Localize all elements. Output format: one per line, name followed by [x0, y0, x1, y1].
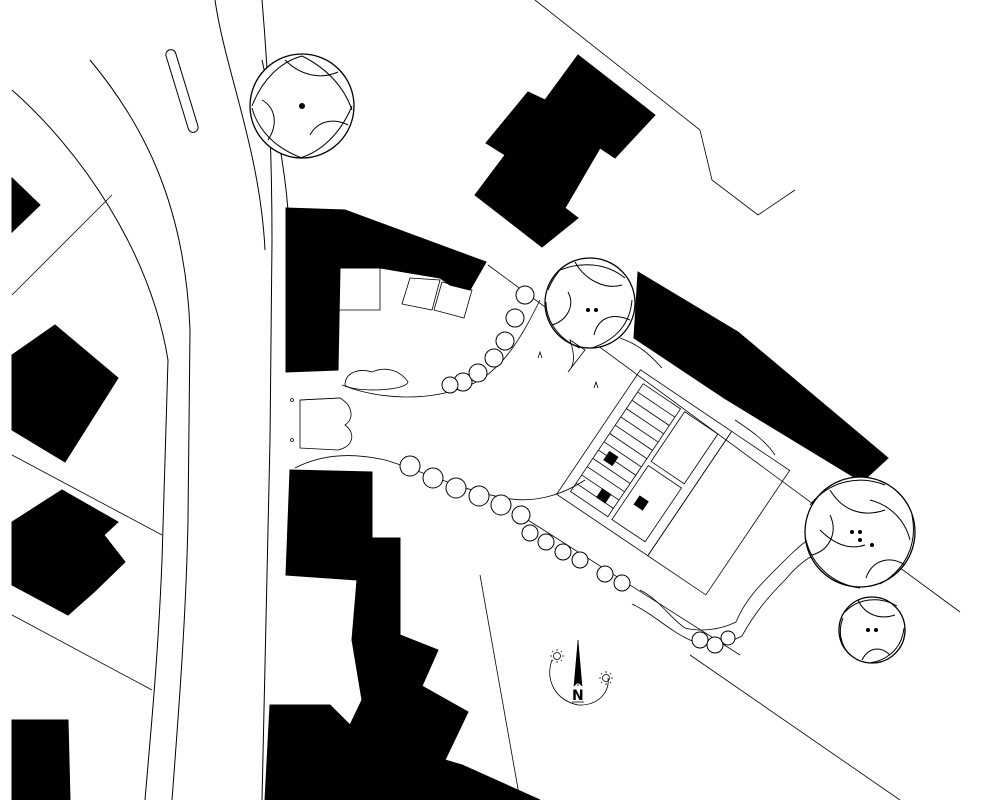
shrub-cluster-se [691, 630, 736, 654]
sun-icon [599, 671, 613, 685]
building-south-block [264, 469, 541, 800]
boundary-line [479, 574, 521, 800]
room-outline [611, 465, 683, 543]
site-marks [290, 339, 599, 442]
column [603, 450, 619, 467]
shrub-bed-north [344, 368, 409, 391]
outbuildings [337, 267, 473, 319]
north-arrow-arc [549, 659, 609, 706]
hedge-east-inner [631, 555, 813, 646]
shed-outline [337, 267, 381, 311]
boundary-line [11, 194, 113, 296]
tree-north [249, 53, 355, 159]
proposed-house [556, 369, 791, 596]
building-west-1 [11, 324, 119, 463]
tree-central [544, 257, 636, 349]
room-outline [650, 411, 719, 485]
entry-line [299, 397, 341, 401]
shrub-row-north [441, 285, 535, 394]
sun-icon [550, 649, 564, 663]
building-west-2 [11, 489, 126, 616]
boundary-line-ne [534, 0, 796, 216]
traffic-island [165, 49, 199, 133]
building-east-long [633, 271, 889, 483]
road-edge-west [214, 0, 266, 251]
shed-outline [401, 277, 441, 311]
north-arrow: N [549, 639, 613, 706]
shrub-row-south [399, 455, 631, 592]
building-north-east [474, 54, 656, 248]
buildings [11, 54, 889, 800]
boundary-line [11, 454, 163, 536]
building-sw-1 [11, 719, 71, 800]
stair-treads [575, 391, 676, 509]
column [596, 488, 612, 504]
hedge-east [639, 539, 809, 631]
road-inner-curve [89, 59, 191, 800]
boundary-line-site-se [689, 654, 901, 800]
shed-outline [433, 281, 473, 319]
tree-east-small [838, 596, 906, 664]
tree-east-large [804, 476, 916, 589]
north-arrow-label: N [572, 688, 584, 704]
stair-block [569, 383, 682, 518]
terrace-outline [647, 430, 791, 596]
hedge-north-east [619, 337, 776, 456]
boundary-line [11, 614, 153, 691]
building-north-site [285, 207, 487, 373]
building-nw-edge [11, 176, 41, 234]
column [633, 495, 649, 511]
gate-arc [299, 397, 353, 451]
road-outer-curve [11, 89, 169, 800]
